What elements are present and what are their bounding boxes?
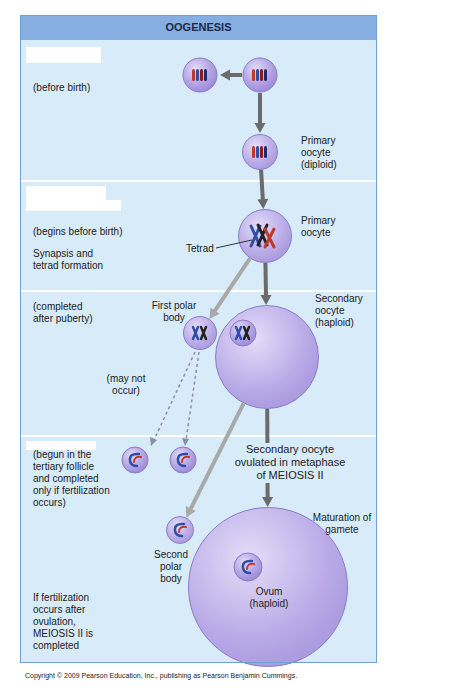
chromosome-set [252, 69, 267, 81]
annotation-label: Maturation of gamete [312, 512, 372, 536]
annotation-label: Tetrad [186, 243, 226, 255]
cell-circle: Ovum (haploid) [188, 507, 348, 667]
stage-label: (before birth) [33, 82, 143, 94]
chromosome-set [178, 454, 189, 466]
cell-circle: Primary oocyte [238, 209, 292, 263]
process-arrow [257, 170, 268, 209]
chromosome-set [193, 327, 206, 339]
stage-label: (completed after puberty) [33, 301, 98, 325]
stage-label: Synapsis and tetrad formation [33, 248, 113, 272]
stage-band: (completed after puberty) First polar bod… [20, 292, 377, 435]
chromosome-set [130, 454, 141, 466]
chromosome-set [175, 524, 186, 536]
polar-body-cell [170, 447, 196, 473]
nucleus-cell [230, 320, 256, 346]
arrow-head [257, 199, 268, 209]
chromosome-set [192, 69, 207, 81]
oogonium-cell [183, 58, 217, 92]
cell-circle: Secondary oocyte (haploid) [215, 305, 319, 409]
erased-patch [26, 200, 121, 211]
dashed-arrow [154, 352, 195, 440]
cell-label: Primary oocyte (diploid) [301, 135, 356, 171]
annotation-label: (may not occur) [100, 373, 152, 397]
chromosome-set [251, 225, 274, 247]
oogonium-cell [243, 58, 277, 92]
mitosis-arrow [229, 73, 242, 77]
cell-label: Ovum (haploid) [239, 586, 299, 610]
nucleus-cell [234, 553, 262, 581]
cell-label: Secondary oocyte (haploid) [315, 293, 375, 329]
chromosome-set [236, 327, 249, 339]
stage-label: (begins before birth) [33, 226, 163, 238]
dashed-arrow [186, 352, 199, 440]
stage-label: If fertilization occurs after ovulation,… [33, 592, 111, 652]
cell-label: Second polar body [151, 549, 191, 585]
arrow-shaft [263, 263, 268, 297]
arrow-head [209, 308, 219, 319]
cell-label: First polar body [144, 300, 204, 324]
arrow-head [262, 497, 273, 507]
erased-patch [26, 441, 96, 450]
arrow-head [150, 437, 157, 446]
erased-patch [26, 186, 106, 200]
growth-arrow [258, 93, 262, 124]
diagram-title: OOGENESIS [20, 15, 377, 40]
arrow-head [220, 70, 230, 81]
process-arrow [260, 263, 271, 305]
cell-circle: First polar body [183, 316, 217, 350]
arrow-head [186, 506, 196, 517]
process-arrow [209, 258, 250, 318]
arrow-head [260, 295, 271, 305]
arrow-head [182, 438, 189, 446]
leader-line [216, 240, 252, 248]
arrow-head [255, 123, 266, 133]
arrow-shaft [261, 170, 263, 201]
cell-label: Primary oocyte [301, 215, 356, 239]
erased-patch [26, 47, 101, 63]
annotation-label: Secondary oocyte ovulated in metaphase o… [230, 443, 350, 483]
stage-label: (begun in the tertiary follicle and comp… [33, 449, 111, 509]
copyright-note: Copyright © 2009 Pearson Education, Inc.… [25, 672, 465, 680]
chromosome-set [252, 146, 267, 158]
arrow-shaft [214, 258, 250, 312]
polar-body-cell [122, 447, 148, 473]
chromosome-set [243, 561, 254, 573]
panel-border [21, 16, 377, 663]
